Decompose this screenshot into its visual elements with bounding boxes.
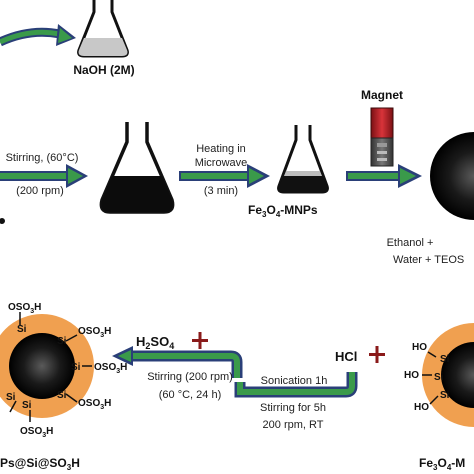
oso3h-group: OSO3H: [94, 362, 127, 375]
step4-stirring: Stirring (200 rpm): [147, 371, 233, 383]
coating-solvents: Ethanol +: [387, 237, 434, 249]
reaction-flask-icon: [99, 122, 175, 214]
ho-group: HO: [414, 402, 429, 413]
step2-time: (3 min): [204, 185, 238, 197]
oso3h-group: OSO3H: [78, 326, 111, 339]
mnp-flask-icon: [277, 125, 329, 194]
arrow-step2: [179, 164, 270, 188]
step1-condition-rpm: (200 rpm): [16, 185, 64, 197]
si-label: Si: [22, 400, 32, 411]
product-left-label: Ps@Si@SO3H: [0, 456, 80, 472]
plus-icon: [369, 346, 385, 363]
step3-rpm: 200 rpm, RT: [263, 419, 324, 431]
step3-stirring: Stirring for 5h: [260, 402, 326, 414]
si-label: Si: [71, 362, 81, 373]
step3-sonication: Sonication 1h: [261, 375, 328, 387]
ho-group: HO: [412, 342, 427, 353]
step4-conditions: (60 °C, 24 h): [159, 389, 221, 401]
si-label: Si: [434, 372, 444, 383]
oso3h-group: OSO3H: [78, 398, 111, 411]
si-label: Si: [6, 392, 16, 403]
sulfonated-particle: [0, 312, 94, 422]
oso3h-group: OSO3H: [20, 426, 53, 439]
arrow-step1: [0, 164, 88, 188]
naoh-label: NaOH (2M): [73, 63, 134, 77]
product-right-label: Fe3O4-M: [419, 456, 465, 472]
product1-label: Fe3O4-MNPs: [248, 203, 318, 219]
bent-arrow-step3: [234, 372, 358, 398]
silica-coated-particle: [422, 323, 474, 427]
step2-microwave: Microwave: [195, 157, 248, 169]
curved-arrow-naoh: [0, 24, 76, 47]
edge-dot: [0, 218, 5, 224]
plus-icon: [192, 332, 208, 349]
hcl-label: HCl: [335, 349, 357, 364]
si-label: Si: [440, 354, 450, 365]
h2so4-label: H2SO4: [136, 334, 174, 351]
ho-group: HO: [404, 370, 419, 381]
step1-condition-temp: Stirring, (60°C): [6, 152, 79, 164]
coating-teos: Water + TEOS: [393, 254, 464, 266]
magnet-label: Magnet: [361, 88, 403, 102]
si-label: Si: [440, 390, 450, 401]
bent-arrow-step4: [112, 346, 243, 378]
si-label: Si: [57, 390, 67, 401]
naoh-flask-icon: [77, 0, 129, 58]
step2-heating: Heating in: [196, 143, 246, 155]
oso3h-group: OSO3H: [8, 302, 41, 315]
magnet-icon: [370, 107, 394, 167]
arrow-step3: [346, 164, 422, 188]
magnetic-nanoparticle: [430, 132, 474, 220]
si-label: Si: [57, 336, 67, 347]
si-label: Si: [17, 324, 27, 335]
